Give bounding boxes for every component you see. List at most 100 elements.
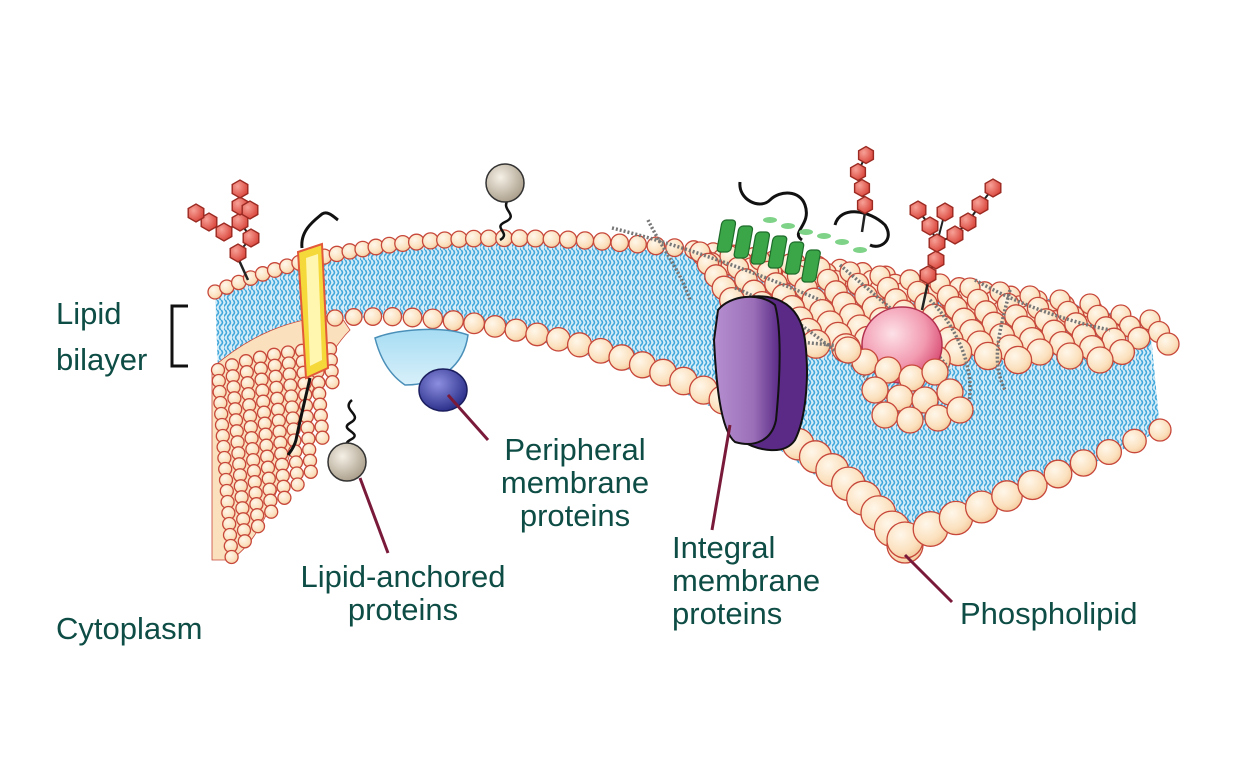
phospholipid-head: [610, 233, 630, 253]
integral-proteins-label: Integral membrane proteins: [672, 530, 821, 631]
leader-lines: [358, 394, 954, 604]
phospholipid-head: [504, 318, 528, 342]
sugar-residue: [241, 200, 259, 220]
phospholipid-head: [479, 229, 498, 248]
phospholipid-head: [1056, 342, 1084, 370]
phospholipid-head: [436, 231, 454, 249]
phospholipid-head: [1043, 459, 1073, 489]
phospholipid-head: [277, 490, 292, 505]
sugar-residue: [187, 203, 205, 223]
peripheral-membrane-protein: [374, 328, 469, 412]
phospholipid-head: [921, 358, 949, 386]
phospholipid-head: [315, 430, 330, 445]
phospholipid-head: [1017, 469, 1048, 501]
lipid-bilayer-label: Lipid bilayer: [56, 296, 148, 377]
phospholipid-head: [1069, 449, 1098, 477]
phospholipid-head: [344, 308, 363, 326]
phospholipid-head: [237, 534, 252, 549]
phospholipid-head: [575, 231, 595, 250]
sugar-residue: [242, 228, 260, 248]
phospholipid-head: [483, 315, 507, 338]
phospholipid-head: [510, 229, 529, 248]
alpha-helix-cap: [853, 247, 867, 253]
sugar-residue: [946, 225, 964, 245]
alpha-helix-cap: [835, 239, 849, 245]
phospholipid-head: [402, 307, 423, 328]
phospholipid-head: [558, 230, 578, 249]
alpha-helix-segment: [767, 235, 788, 269]
phospholipid-head: [542, 229, 561, 249]
lipid-anchored-proteins-label: Lipid-anchored proteins: [300, 559, 506, 627]
sugar-residue: [853, 178, 871, 198]
integral-membrane-protein: [712, 295, 808, 452]
phospholipid-head: [1156, 332, 1180, 356]
sugar-residue: [921, 216, 939, 236]
phospholipid-head: [290, 477, 305, 492]
phospholipid-head: [326, 309, 344, 327]
alpha-helix-cap: [763, 217, 777, 223]
phospholipid-head: [422, 308, 444, 330]
phospholipid-head: [303, 464, 318, 479]
sugar-residue: [857, 145, 875, 165]
phospholipid-head: [526, 229, 545, 248]
alpha-helix-segment: [784, 241, 805, 275]
helix-transmembrane-protein: [716, 181, 890, 283]
phospholipid-head: [665, 238, 685, 258]
phospholipid-head: [834, 336, 862, 364]
phospholipid-head: [363, 307, 383, 326]
phospholipid-head: [1095, 438, 1123, 466]
sugar-residue: [927, 250, 945, 270]
sugar-residue: [959, 212, 977, 232]
channel-protein: [286, 211, 339, 456]
phospholipid-head: [450, 230, 468, 248]
phospholipid-head: [1122, 428, 1147, 454]
phospholipid-head: [1086, 346, 1114, 374]
sugar-residue: [231, 179, 249, 199]
peripheral-proteins-label: Peripheral membrane proteins: [500, 432, 650, 533]
phospholipid-head: [463, 312, 486, 335]
glycolipid-sugar-chain-center: [849, 145, 875, 233]
alpha-helix-segment: [733, 225, 754, 259]
phospholipid-head: [973, 341, 1003, 371]
phospholipid-head: [250, 519, 266, 534]
sugar-residue: [909, 200, 927, 220]
phospholipid-head: [325, 375, 340, 390]
lipid-bilayer-bracket: [170, 304, 188, 368]
phospholipid-head: [224, 549, 239, 565]
phospholipid-head: [1127, 326, 1151, 350]
phospholipid-head: [861, 376, 889, 404]
sugar-residue: [928, 233, 946, 253]
alpha-helix-cap: [817, 233, 831, 239]
cut-face-phospholipids: [210, 342, 340, 565]
phospholipid-head: [382, 307, 403, 327]
phospholipid-head: [525, 322, 550, 347]
alpha-helix-segment: [716, 219, 737, 253]
sugar-residue: [856, 195, 874, 215]
alpha-helix-cap: [781, 223, 795, 229]
lipid-anchored-protein-bottom: [327, 399, 367, 482]
glycolipid-sugar-chain-left: [187, 179, 260, 281]
sugar-residue: [971, 195, 989, 215]
phospholipid-head: [1003, 345, 1033, 375]
phospholipid-head: [592, 232, 612, 251]
phospholipid-head: [628, 234, 647, 254]
alpha-helix-cap: [799, 229, 813, 235]
phospholipid-head: [871, 401, 899, 429]
phospholipid-head: [946, 396, 974, 424]
sugar-residue: [919, 265, 937, 285]
sugar-residue: [849, 162, 867, 182]
phospholipid-label: Phospholipid: [960, 596, 1138, 631]
phospholipid-head: [464, 229, 483, 248]
sugar-residue: [215, 222, 233, 242]
phospholipid-head: [546, 326, 571, 352]
alpha-helix-segment: [801, 249, 821, 283]
phospholipid-head: [1148, 418, 1172, 442]
cytoplasm-label: Cytoplasm: [56, 611, 203, 646]
sugar-residue: [984, 178, 1002, 198]
alpha-helix-segment: [750, 231, 771, 265]
phospholipid-head: [896, 406, 924, 434]
lipid-anchored-protein-top: [485, 163, 525, 242]
phospholipid-head: [264, 504, 279, 519]
sugar-residue: [229, 243, 247, 263]
